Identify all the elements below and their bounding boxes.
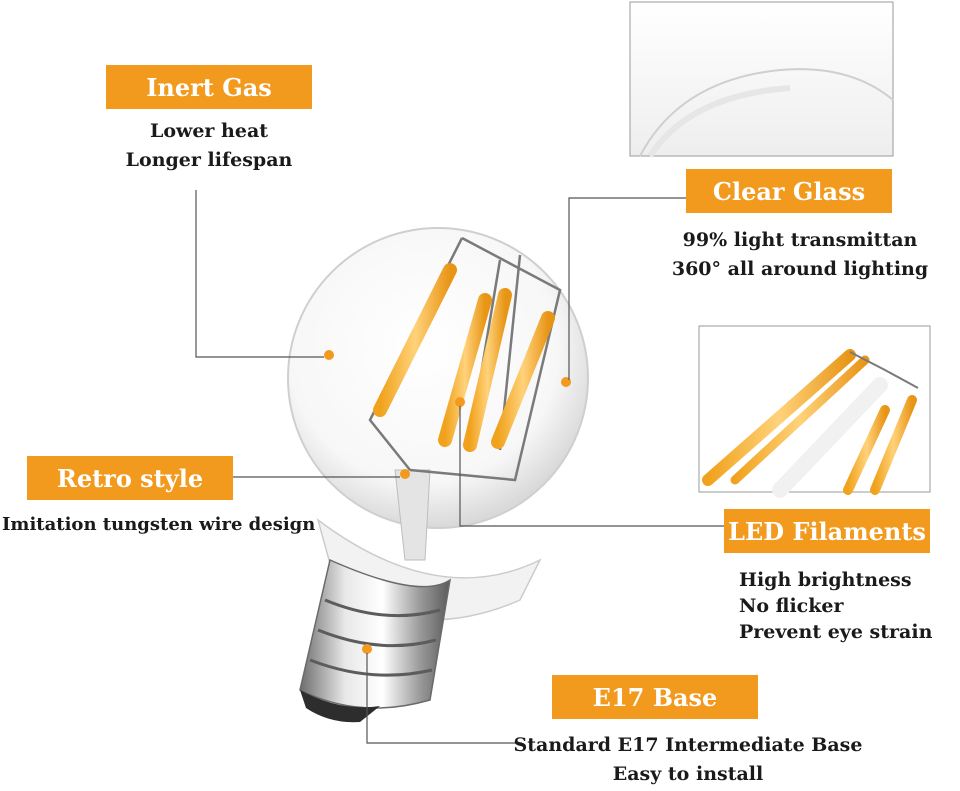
e17-base-description: Standard E17 Intermediate Base Easy to i… <box>510 731 866 789</box>
leader-lines <box>195 190 724 744</box>
retro-style-marker <box>400 469 410 479</box>
inert-gas-line-2: Longer lifespan <box>125 149 293 171</box>
glass-detail-inset <box>629 1 894 158</box>
e17-base-line-2: Easy to install <box>612 763 764 785</box>
e17-base-label: E17 Base <box>552 675 758 719</box>
led-filaments-line-3: Prevent eye strain <box>739 621 933 643</box>
retro-style-description: Imitation tungsten wire design <box>2 510 315 539</box>
filament-detail-inset <box>698 325 931 498</box>
e17-base-marker <box>362 644 372 654</box>
glass-stem <box>394 469 431 561</box>
led-filaments-line-1: High brightness <box>739 569 912 591</box>
inert-gas-marker <box>324 350 334 360</box>
led-filaments-illustration <box>373 263 555 452</box>
light-bulb-illustration <box>287 227 589 723</box>
retro-style-line-1: Imitation tungsten wire design <box>2 514 316 535</box>
glass-globe <box>287 227 589 529</box>
led-filament-marker <box>455 397 465 407</box>
inert-gas-label: Inert Gas <box>106 65 312 109</box>
inert-gas-line-1: Lower heat <box>149 120 269 142</box>
retro-style-label: Retro style <box>27 456 233 500</box>
e17-screw-base <box>299 558 452 723</box>
clear-glass-line-1: 99% light transmittan <box>682 229 918 251</box>
led-filaments-line-2: No flicker <box>739 595 844 617</box>
led-filaments-description: High brightness No flicker Prevent eye s… <box>739 567 932 645</box>
clear-glass-line-2: 360° all around lighting <box>671 258 929 280</box>
led-filaments-label: LED Filaments <box>724 509 930 553</box>
e17-base-line-1: Standard E17 Intermediate Base <box>513 734 863 756</box>
inert-gas-description: Lower heat Longer lifespan <box>106 117 312 175</box>
clear-glass-label: Clear Glass <box>686 169 892 213</box>
clear-glass-description: 99% light transmittan 360° all around li… <box>650 226 950 284</box>
